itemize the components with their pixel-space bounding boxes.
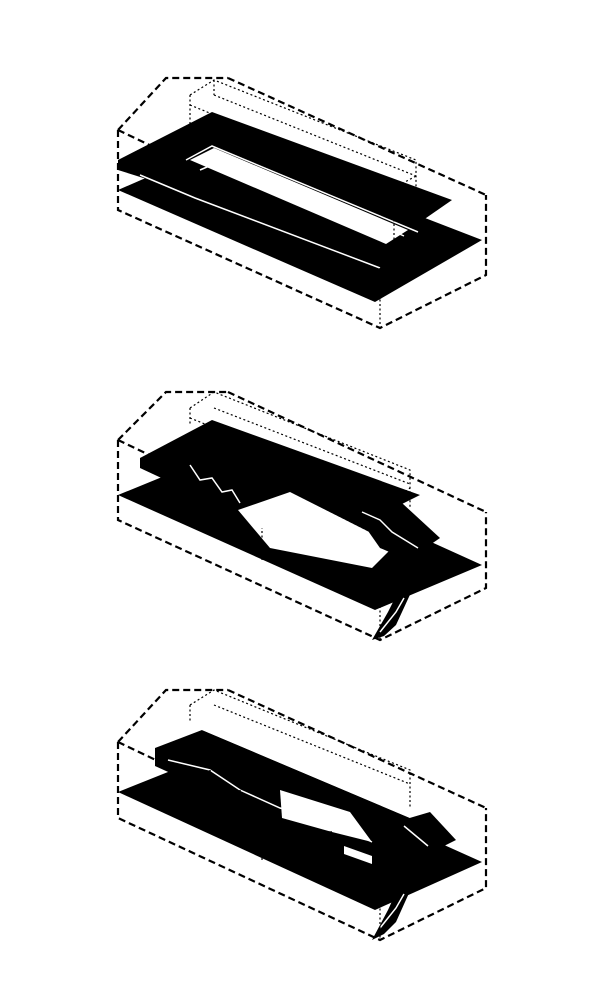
roof-canopy — [189, 689, 411, 940]
central-opening — [238, 492, 395, 568]
stair-right — [396, 812, 456, 858]
stair-left — [182, 452, 245, 508]
solid-mass — [155, 720, 410, 868]
volume-outline — [116, 688, 488, 942]
volume-outline — [116, 390, 488, 642]
stair-exterior — [372, 586, 414, 640]
void-edge-outer — [139, 174, 381, 269]
stair-right — [352, 492, 440, 560]
panel-stage-3 — [116, 688, 488, 942]
central-void — [190, 148, 408, 244]
void-edge-rim — [185, 145, 419, 233]
volume-outline — [116, 76, 488, 330]
roof-canopy — [189, 391, 411, 640]
void-edge-inner — [199, 157, 405, 237]
panel-stage-2 — [116, 390, 488, 642]
panel-stage-1 — [116, 76, 488, 330]
roof-canopy — [189, 79, 417, 328]
stair-exterior — [372, 882, 414, 940]
